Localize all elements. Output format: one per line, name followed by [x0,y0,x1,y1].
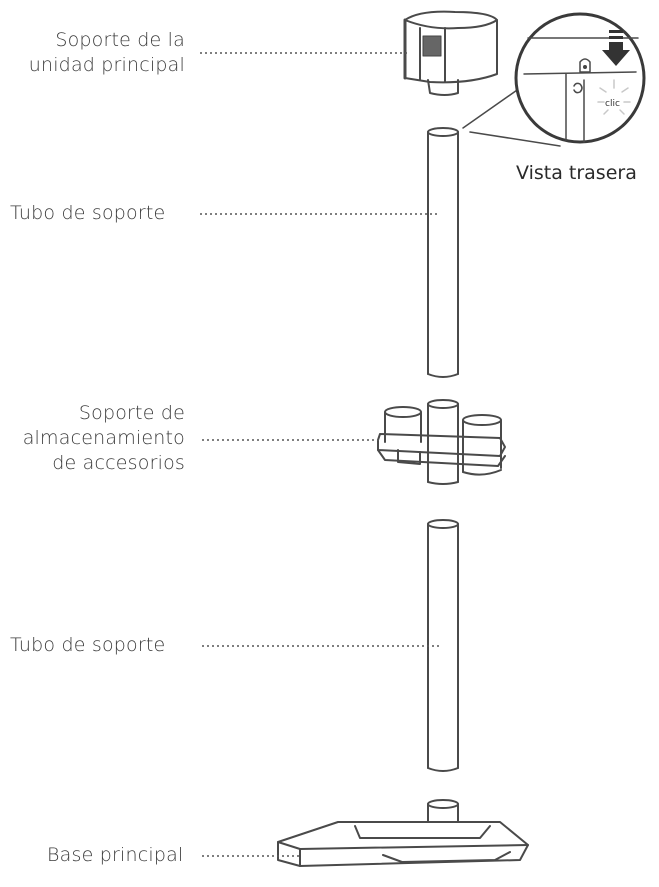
main-base-part [277,799,529,867]
label-accessory-holder-line1: Soporte de [78,402,185,424]
click-burst-icon [597,79,631,115]
label-main-base: Base principal [47,844,184,866]
label-accessory-holder-line2: almacenamiento [22,427,185,449]
label-accessory-holder: Soporte de almacenamiento de accesorios [0,401,185,476]
arrow-down-icon [602,30,630,66]
label-main-unit-holder: Soporte de la unidad principal [10,28,185,78]
label-main-unit-holder-line2: unidad principal [28,54,185,76]
label-accessory-holder-line3: de accesorios [52,452,185,474]
label-lower-support-tube: Tubo de soporte [10,634,166,656]
label-main-unit-holder-line1: Soporte de la [55,29,185,51]
label-upper-support-tube: Tubo de soporte [10,202,166,224]
main-unit-holder-part [403,10,498,96]
upper-support-tube-part [427,127,459,378]
accessory-holder-part [377,399,506,485]
leader-lines [200,52,440,857]
click-text: clic [605,99,620,109]
rear-view-inset: clic [462,12,646,147]
inset-title: Vista trasera [516,162,637,184]
